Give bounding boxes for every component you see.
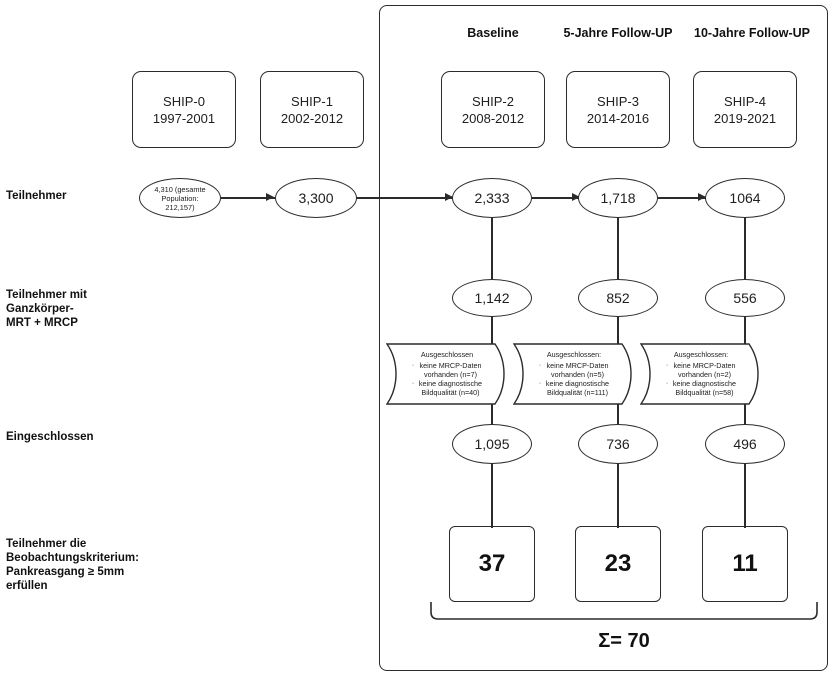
column-header-5-year-followup: 5-Jahre Follow-UP <box>563 26 673 40</box>
result-value: 37 <box>478 550 506 577</box>
connector-c3-included-to-result <box>744 463 746 528</box>
node-value: 1,718 <box>600 190 636 206</box>
sum-total-label: Σ= 70 <box>598 630 650 652</box>
node-value: 1,142 <box>474 290 510 306</box>
exclusion-reason: keine diagnostische Bildqualität (n=40) <box>412 378 482 397</box>
connector-c2-participants-to-mri <box>617 214 619 279</box>
cohort-box-ship-1: SHIP-1 2002-2012 <box>260 71 364 148</box>
result-box-ship-3: 23 <box>575 526 661 602</box>
arrowhead-p0-p1 <box>266 193 274 201</box>
node-value: 556 <box>733 290 757 306</box>
exclusion-reason-list: keine MRCP-Daten vorhanden (n=2) keine d… <box>666 360 736 398</box>
node-participants-ship-0: 4,310 (gesamte Population: 212,157) <box>139 178 221 218</box>
node-value: 736 <box>606 436 630 452</box>
connector-p0-p1 <box>221 197 275 199</box>
row-label-teilnehmer: Teilnehmer <box>6 190 67 202</box>
result-value: 23 <box>604 550 632 577</box>
node-value: 496 <box>733 436 757 452</box>
cohort-period: 2019-2021 <box>713 110 777 126</box>
arrowhead-p3-p4 <box>698 193 706 201</box>
result-box-ship-2: 37 <box>449 526 535 602</box>
main-study-panel <box>379 5 828 671</box>
connector-c1-participants-to-mri <box>491 214 493 279</box>
sum-bracket <box>430 602 818 620</box>
exclusion-reason: keine diagnostische Bildqualität (n=58) <box>666 378 736 397</box>
node-value: 3,300 <box>298 190 334 206</box>
node-participants-ship-4: 1064 <box>705 178 785 218</box>
node-participants-ship-3: 1,718 <box>578 178 658 218</box>
node-included-ship-2: 1,095 <box>452 424 532 464</box>
connector-c2-included-to-result <box>617 463 619 528</box>
cohort-period: 2008-2012 <box>461 110 525 126</box>
cohort-name: SHIP-1 <box>291 93 333 109</box>
exclusion-reason-list: keine MRCP-Daten vorhanden (n=5) keine d… <box>539 360 609 398</box>
connector-p2-p3 <box>532 197 580 199</box>
cohort-name: SHIP-3 <box>597 93 639 109</box>
cohort-period: 2014-2016 <box>586 110 650 126</box>
exclusion-box-ship-2: Ausgeschlossen keine MRCP-Daten vorhande… <box>386 343 508 405</box>
column-header-baseline: Baseline <box>467 26 519 40</box>
node-value: 2,333 <box>474 190 510 206</box>
row-label-eingeschlossen: Eingeschlossen <box>6 431 94 443</box>
row-label-beobachtungskriterium: Teilnehmer die Beobachtungskriterium: Pa… <box>6 538 139 592</box>
exclusion-reason-list: keine MRCP-Daten vorhanden (n=7) keine d… <box>412 360 482 398</box>
result-box-ship-4: 11 <box>702 526 788 602</box>
cohort-box-ship-3: SHIP-3 2014-2016 <box>566 71 670 148</box>
result-value: 11 <box>732 550 758 577</box>
column-header-10-year-followup: 10-Jahre Follow-UP <box>694 26 810 40</box>
cohort-box-ship-2: SHIP-2 2008-2012 <box>441 71 545 148</box>
node-participants-ship-1: 3,300 <box>275 178 357 218</box>
node-value: 852 <box>606 290 630 306</box>
arrowhead-p1-p2 <box>445 193 453 201</box>
connector-p1-p2 <box>356 197 453 199</box>
cohort-box-ship-4: SHIP-4 2019-2021 <box>693 71 797 148</box>
exclusion-reason: keine MRCP-Daten vorhanden (n=7) <box>412 360 482 379</box>
exclusion-box-ship-3: Ausgeschlossen: keine MRCP-Daten vorhand… <box>513 343 635 405</box>
arrowhead-p2-p3 <box>572 193 580 201</box>
cohort-name: SHIP-2 <box>472 93 514 109</box>
exclusion-box-ship-4: Ausgeschlossen: keine MRCP-Daten vorhand… <box>640 343 762 405</box>
node-participants-ship-2: 2,333 <box>452 178 532 218</box>
exclusion-reason: keine diagnostische Bildqualität (n=111) <box>539 378 609 397</box>
node-mri-mrcp-ship-4: 556 <box>705 279 785 317</box>
connector-p3-p4 <box>658 197 706 199</box>
node-value: 1,095 <box>474 436 510 452</box>
node-mri-mrcp-ship-2: 1,142 <box>452 279 532 317</box>
exclusion-title: Ausgeschlossen: <box>546 350 602 360</box>
cohort-period: 2002-2012 <box>280 110 344 126</box>
node-included-ship-3: 736 <box>578 424 658 464</box>
row-label-mrt-mrcp: Teilnehmer mit Ganzkörper- MRT + MRCP <box>6 289 87 329</box>
node-value: 4,310 (gesamte Population: 212,157) <box>154 184 206 212</box>
node-value: 1064 <box>729 190 761 206</box>
cohort-box-ship-0: SHIP-0 1997-2001 <box>132 71 236 148</box>
exclusion-reason: keine MRCP-Daten vorhanden (n=5) <box>539 360 609 379</box>
connector-c1-included-to-result <box>491 463 493 528</box>
cohort-name: SHIP-0 <box>163 93 205 109</box>
exclusion-reason: keine MRCP-Daten vorhanden (n=2) <box>666 360 736 379</box>
cohort-period: 1997-2001 <box>152 110 216 126</box>
bracket-icon <box>430 602 818 620</box>
cohort-name: SHIP-4 <box>724 93 766 109</box>
node-included-ship-4: 496 <box>705 424 785 464</box>
exclusion-title: Ausgeschlossen <box>420 350 474 360</box>
connector-c3-participants-to-mri <box>744 214 746 279</box>
exclusion-title: Ausgeschlossen: <box>673 350 729 360</box>
node-mri-mrcp-ship-3: 852 <box>578 279 658 317</box>
